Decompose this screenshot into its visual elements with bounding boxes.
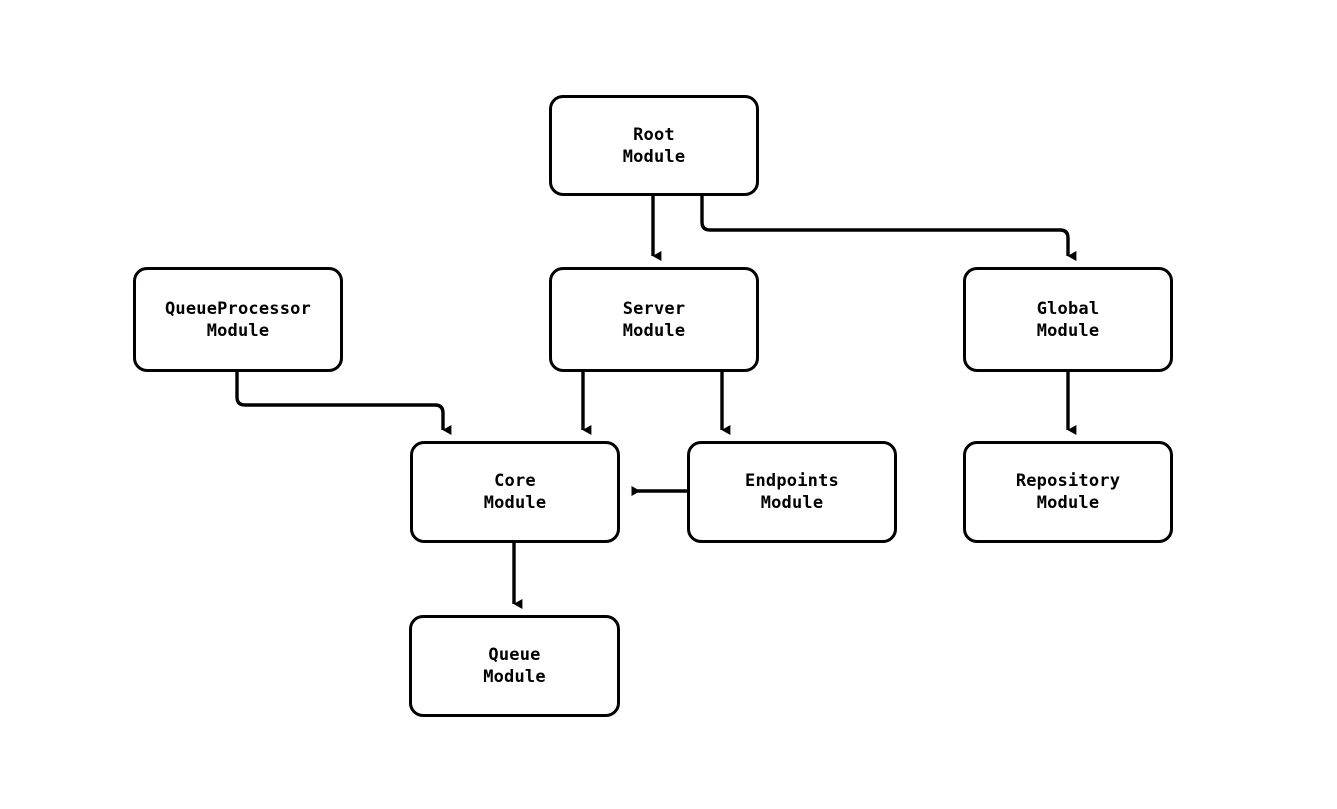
node-root[interactable]: Root Module — [549, 95, 759, 196]
node-endpoints-label-line1: Endpoints — [745, 471, 839, 491]
node-core-label-line2: Module — [483, 493, 547, 513]
node-server[interactable]: Server Module — [549, 267, 759, 372]
node-queue-label-line1: Queue — [488, 645, 541, 665]
node-queueprocessor-label-line2: Module — [206, 320, 270, 341]
edge-queueprocessor-to-core — [235, 372, 452, 435]
node-server-label-line2: Module — [622, 320, 686, 341]
node-queue-label-line2: Module — [483, 667, 546, 687]
node-queueprocessor-label-line1: QueueProcessor — [164, 298, 312, 319]
node-repository[interactable]: Repository Module — [963, 441, 1173, 543]
node-queue[interactable]: Queue Module — [409, 615, 620, 717]
node-root-label-line1: Root — [633, 124, 675, 145]
node-repository-label-line2: Module — [1036, 493, 1100, 513]
node-repository-label-line1: Repository — [1015, 471, 1121, 491]
node-endpoints[interactable]: Endpoints Module — [687, 441, 897, 543]
node-global-label-line1: Global — [1036, 298, 1100, 319]
node-core[interactable]: Core Module — [410, 441, 620, 543]
node-root-label-line2: Module — [622, 146, 686, 167]
node-endpoints-label-line2: Module — [760, 493, 824, 513]
node-global[interactable]: Global Module — [963, 267, 1173, 372]
node-global-label-line2: Module — [1036, 320, 1100, 341]
node-server-label-line1: Server — [622, 298, 686, 319]
node-queueprocessor[interactable]: QueueProcessor Module — [133, 267, 343, 372]
node-core-label-line1: Core — [494, 471, 536, 491]
edge-root-to-global — [700, 196, 1077, 261]
